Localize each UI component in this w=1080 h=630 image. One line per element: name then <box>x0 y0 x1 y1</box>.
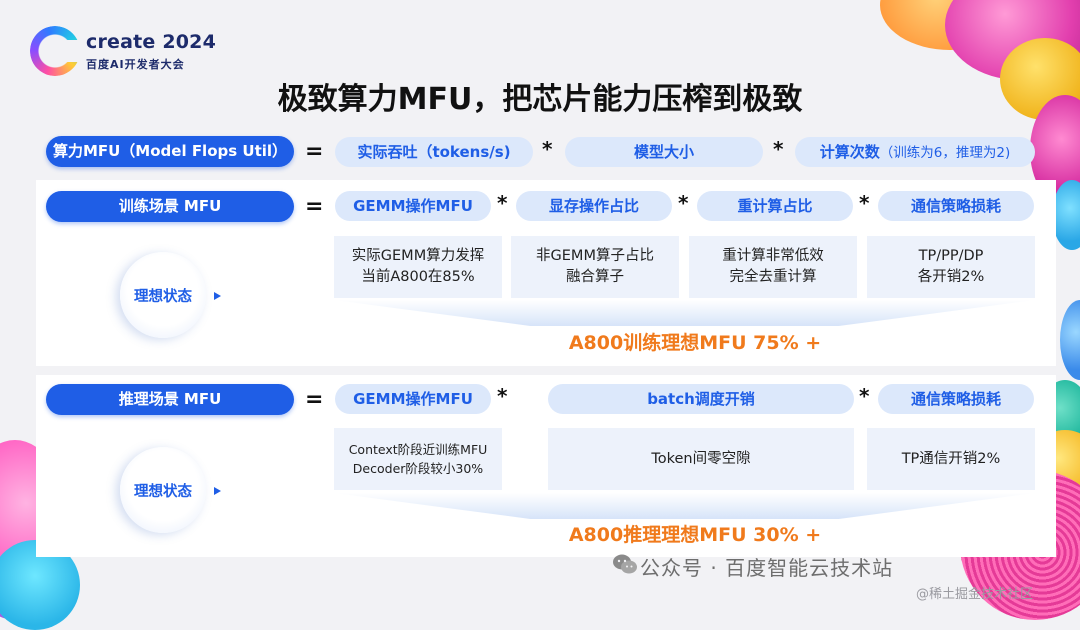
arrow-right-icon <box>214 487 221 495</box>
equals-sign: = <box>305 387 324 412</box>
training-cell-comm: TP/PP/DP 各开销2% <box>867 236 1035 298</box>
cell-line: 实际GEMM算力发挥 <box>351 248 485 264</box>
multiply-sign: * <box>542 137 553 161</box>
inference-cell-gemm: Context阶段近训练MFU Decoder阶段较小30% <box>334 428 502 490</box>
multiply-sign: * <box>678 191 689 215</box>
mfu-definition-pill: 算力MFU（Model Flops Util） <box>46 136 294 167</box>
cell-line: Decoder阶段较小30% <box>352 461 484 476</box>
inference-cell-comm: TP通信开销2% <box>867 428 1035 490</box>
compute-count-pill: 计算次数（训练为6，推理为2) <box>795 137 1035 167</box>
training-factor-comm: 通信策略损耗 <box>878 191 1034 221</box>
training-factor-recompute: 重计算占比 <box>697 191 853 221</box>
training-factor-gemm: GEMM操作MFU <box>335 191 491 221</box>
inference-factor-batch: batch调度开销 <box>548 384 854 414</box>
inference-result: A800推理理想MFU 30% + <box>568 524 822 546</box>
cell-line: Context阶段近训练MFU <box>348 442 488 457</box>
page-title: 极致算力MFU，把芯片能力压榨到极致 <box>277 82 803 117</box>
logo-ring-gap <box>62 40 82 62</box>
training-mfu-pill: 训练场景 MFU <box>46 191 294 222</box>
training-cell-memory: 非GEMM算子占比 融合算子 <box>511 236 679 298</box>
cell-line: 重计算非常低效 <box>722 248 824 264</box>
compute-count-label: 计算次数 <box>819 143 880 161</box>
cell-line: 非GEMM算子占比 <box>536 248 654 264</box>
logo-title: create 2024 <box>86 31 217 53</box>
inference-ideal-state: 理想状态 <box>120 447 206 533</box>
cell-line: 各开销2% <box>917 269 985 285</box>
cell-line: TP通信开销2% <box>901 450 1001 467</box>
throughput-pill: 实际吞吐（tokens/s) <box>335 137 533 167</box>
model-size-pill: 模型大小 <box>565 137 763 167</box>
wechat-watermark: 公众号 · 百度智能云技术站 <box>640 556 894 580</box>
decor-blob <box>1060 300 1080 380</box>
training-cell-gemm: 实际GEMM算力发挥 当前A800在85% <box>334 236 502 298</box>
equals-sign: = <box>305 194 324 219</box>
cell-line: TP/PP/DP <box>918 248 984 264</box>
multiply-sign: * <box>497 191 508 215</box>
decor-blob <box>1052 180 1080 250</box>
compute-count-note: （训练为6，推理为2) <box>879 145 1011 161</box>
cell-line: Token间零空隙 <box>651 450 751 467</box>
equals-sign: = <box>305 139 324 164</box>
ideal-state-label: 理想状态 <box>134 483 192 500</box>
inference-cell-batch: Token间零空隙 <box>548 428 854 490</box>
cell-line: 完全去重计算 <box>729 269 817 285</box>
wechat-icon <box>613 554 637 574</box>
multiply-sign: * <box>773 137 784 161</box>
cell-line: 融合算子 <box>566 269 624 285</box>
inference-mfu-pill: 推理场景 MFU <box>46 384 294 415</box>
training-cell-recompute: 重计算非常低效 完全去重计算 <box>689 236 857 298</box>
training-ideal-state: 理想状态 <box>120 252 206 338</box>
training-factor-memory: 显存操作占比 <box>516 191 672 221</box>
training-result: A800训练理想MFU 75% + <box>568 332 822 354</box>
logo-subtitle: 百度AI开发者大会 <box>86 58 185 71</box>
ideal-state-label: 理想状态 <box>134 288 192 305</box>
cell-line: 当前A800在85% <box>361 269 475 285</box>
multiply-sign: * <box>859 384 870 408</box>
arrow-right-icon <box>214 292 221 300</box>
multiply-sign: * <box>497 384 508 408</box>
multiply-sign: * <box>859 191 870 215</box>
inference-factor-comm: 通信策略损耗 <box>878 384 1034 414</box>
corner-watermark: @稀土掘金技术社区 <box>916 587 1034 602</box>
inference-factor-gemm: GEMM操作MFU <box>335 384 491 414</box>
